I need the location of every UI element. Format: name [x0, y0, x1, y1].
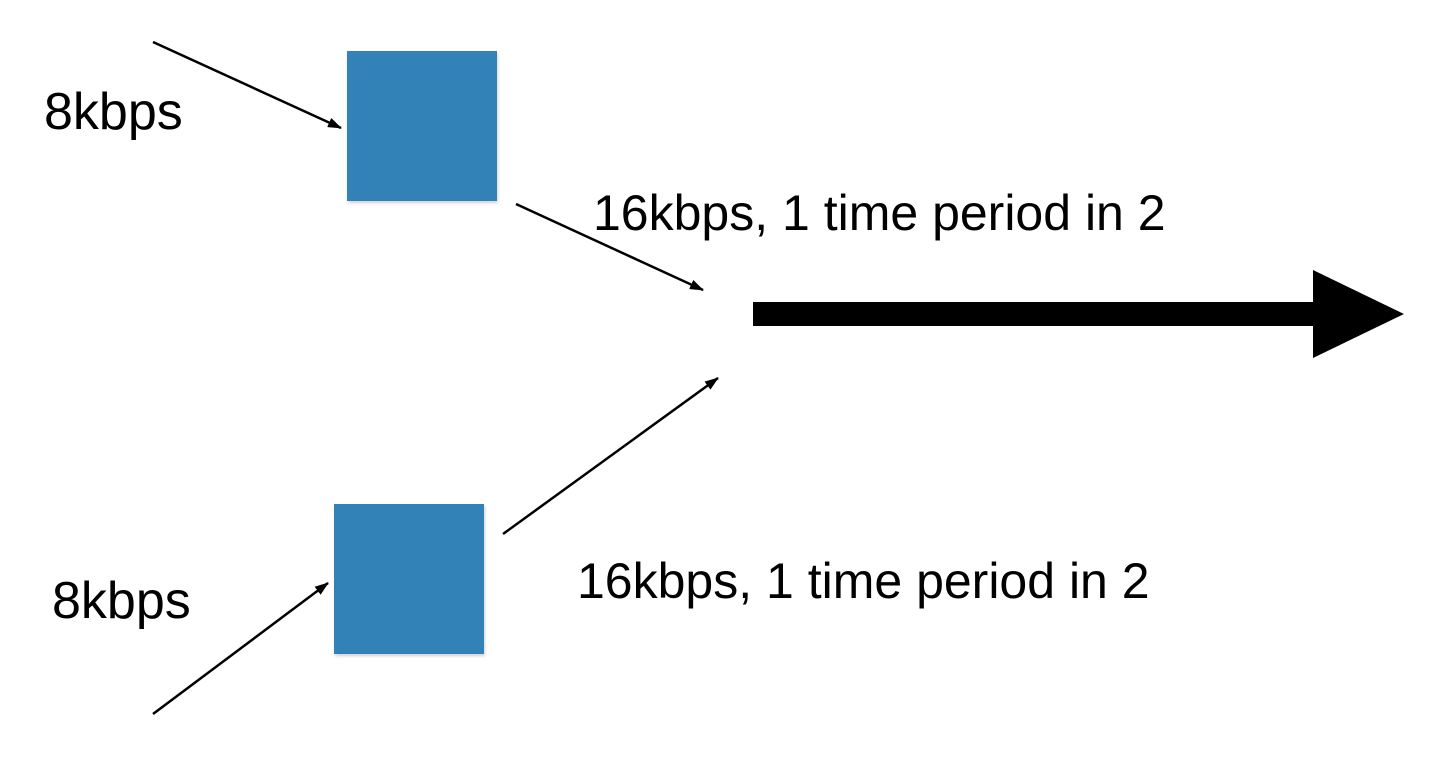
- bottom-input-rate-label: 8kbps: [52, 572, 191, 630]
- top-output-rate-label: 16kbps, 1 time period in 2: [593, 185, 1166, 241]
- bottom-output-arrow: [502, 376, 719, 536]
- top-multiplexer-box: [347, 51, 497, 201]
- combined-output-arrowhead: [1313, 270, 1404, 358]
- combined-output-shaft: [753, 302, 1315, 326]
- top-input-arrow: [152, 40, 342, 130]
- bottom-multiplexer-box: [334, 504, 484, 654]
- bottom-input-arrow: [152, 581, 329, 716]
- top-output-arrow: [515, 202, 704, 292]
- top-input-rate-label: 8kbps: [44, 83, 183, 141]
- bottom-output-rate-label: 16kbps, 1 time period in 2: [577, 553, 1150, 609]
